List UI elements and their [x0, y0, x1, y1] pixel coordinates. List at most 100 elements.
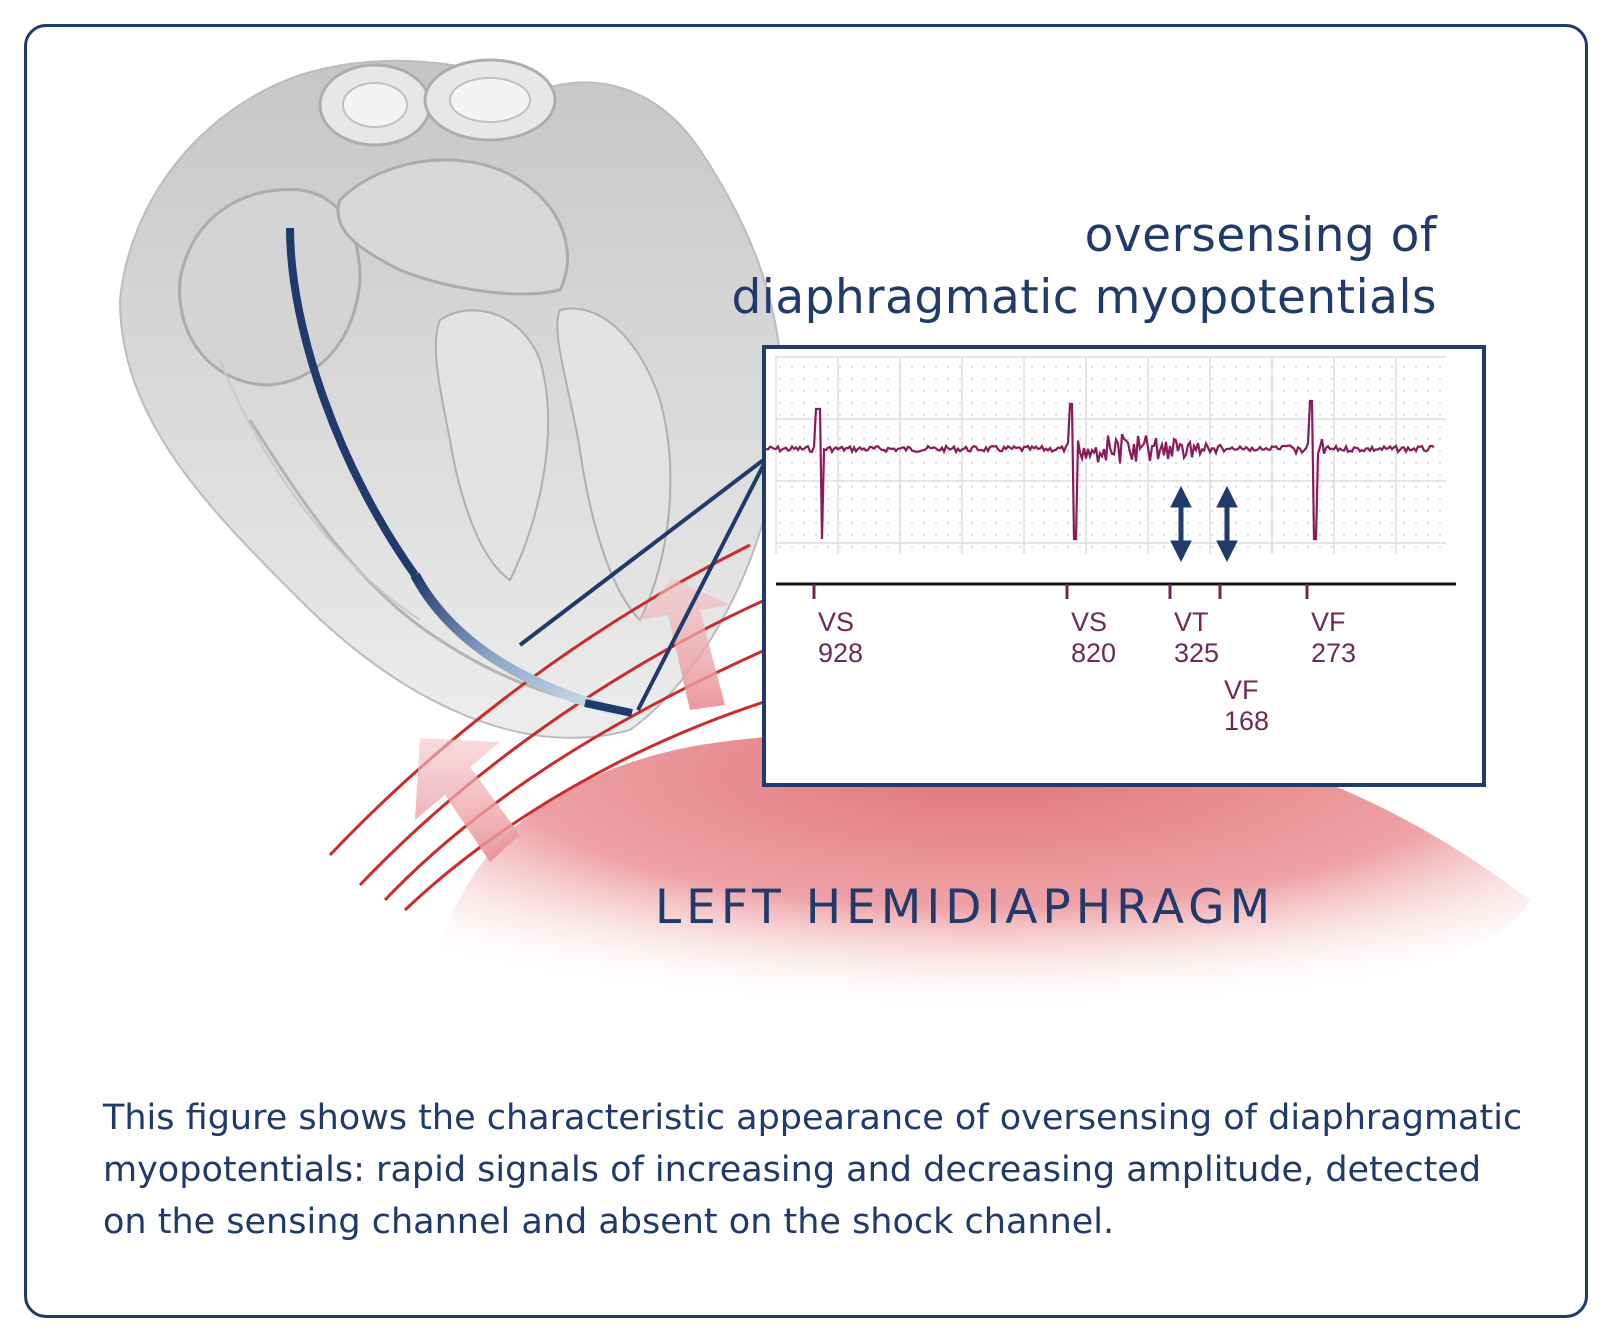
grid-dot [911, 414, 913, 416]
grid-dot [995, 414, 997, 416]
grid-dot [1043, 426, 1045, 428]
grid-dot [1163, 546, 1165, 548]
grid-dot [1247, 534, 1249, 536]
grid-dot [1271, 546, 1273, 548]
grid-dot [1343, 366, 1345, 368]
grid-dot [1367, 438, 1369, 440]
grid-dot [1163, 414, 1165, 416]
grid-dot [959, 534, 961, 536]
grid-dot [983, 486, 985, 488]
grid-dot [1043, 486, 1045, 488]
grid-dot [1055, 414, 1057, 416]
grid-dot [803, 402, 805, 404]
grid-dot [1127, 498, 1129, 500]
grid-dot [1043, 414, 1045, 416]
grid-dot [1211, 546, 1213, 548]
grid-dot [1355, 462, 1357, 464]
grid-dot [947, 546, 949, 548]
grid-dot [839, 450, 841, 452]
grid-dot [1031, 534, 1033, 536]
grid-dot [923, 390, 925, 392]
grid-dot [1283, 378, 1285, 380]
grid-dot [1367, 486, 1369, 488]
grid-dot [803, 522, 805, 524]
grid-dot [1127, 426, 1129, 428]
grid-dot [1343, 414, 1345, 416]
grid-dot [1235, 390, 1237, 392]
grid-dot [1307, 462, 1309, 464]
grid-dot [923, 462, 925, 464]
grid-dot [971, 462, 973, 464]
grid-dot [935, 510, 937, 512]
grid-dot [1355, 390, 1357, 392]
grid-dot [827, 510, 829, 512]
grid-dot [863, 510, 865, 512]
marker-ticks [812, 584, 1309, 599]
grid-dot [839, 522, 841, 524]
grid-dot [1127, 486, 1129, 488]
myopotential-arrows [415, 578, 730, 862]
grid-dot [1439, 366, 1441, 368]
grid-dot [1427, 390, 1429, 392]
grid-dot [887, 462, 889, 464]
grid-dot [1319, 498, 1321, 500]
grid-dot [1343, 378, 1345, 380]
grid-dot [1283, 474, 1285, 476]
grid-dot [1163, 510, 1165, 512]
grid-dot [1307, 522, 1309, 524]
grid-dot [1223, 402, 1225, 404]
grid-dot [1427, 498, 1429, 500]
grid-dot [1067, 378, 1069, 380]
grid-dot [1031, 390, 1033, 392]
grid-dot [1007, 426, 1009, 428]
grid-dot [935, 474, 937, 476]
grid-dot [1427, 462, 1429, 464]
grid-dot [827, 462, 829, 464]
grid-dot [1091, 534, 1093, 536]
grid-dot [1163, 438, 1165, 440]
grid-dot [1163, 474, 1165, 476]
grid-dot [1223, 486, 1225, 488]
grid-dot [1331, 486, 1333, 488]
grid-dot [815, 474, 817, 476]
grid-dot [1379, 522, 1381, 524]
grid-dot [1031, 450, 1033, 452]
grid-dot [1127, 438, 1129, 440]
grid-dot [1151, 402, 1153, 404]
grid-dot [1247, 510, 1249, 512]
grid-dot [1103, 522, 1105, 524]
grid-dot [935, 414, 937, 416]
grid-dot [1163, 390, 1165, 392]
grid-dot [1019, 522, 1021, 524]
grid-dot [815, 486, 817, 488]
grid-dot [1235, 546, 1237, 548]
grid-dot [1007, 366, 1009, 368]
grid-dot [947, 426, 949, 428]
grid-dot [863, 378, 865, 380]
grid-dot [1187, 474, 1189, 476]
grid-dot [1427, 546, 1429, 548]
grid-dot [1151, 366, 1153, 368]
grid-dot [947, 510, 949, 512]
grid-dot [1223, 390, 1225, 392]
grid-dot [1151, 438, 1153, 440]
grid-dot [1043, 510, 1045, 512]
grid-dot [1019, 378, 1021, 380]
grid-dot [863, 426, 865, 428]
grid-dot [899, 546, 901, 548]
grid-dot [959, 378, 961, 380]
grid-dot [1403, 486, 1405, 488]
grid-dot [875, 546, 877, 548]
grid-dot [983, 546, 985, 548]
grid-dot [779, 474, 781, 476]
grid-dot [935, 534, 937, 536]
grid-dot [1007, 474, 1009, 476]
grid-dot [923, 546, 925, 548]
grid-dot [827, 486, 829, 488]
grid-dot [791, 486, 793, 488]
grid-dot [1127, 366, 1129, 368]
grid-dot [1175, 510, 1177, 512]
grid-dot [959, 522, 961, 524]
grid-dot [1283, 510, 1285, 512]
